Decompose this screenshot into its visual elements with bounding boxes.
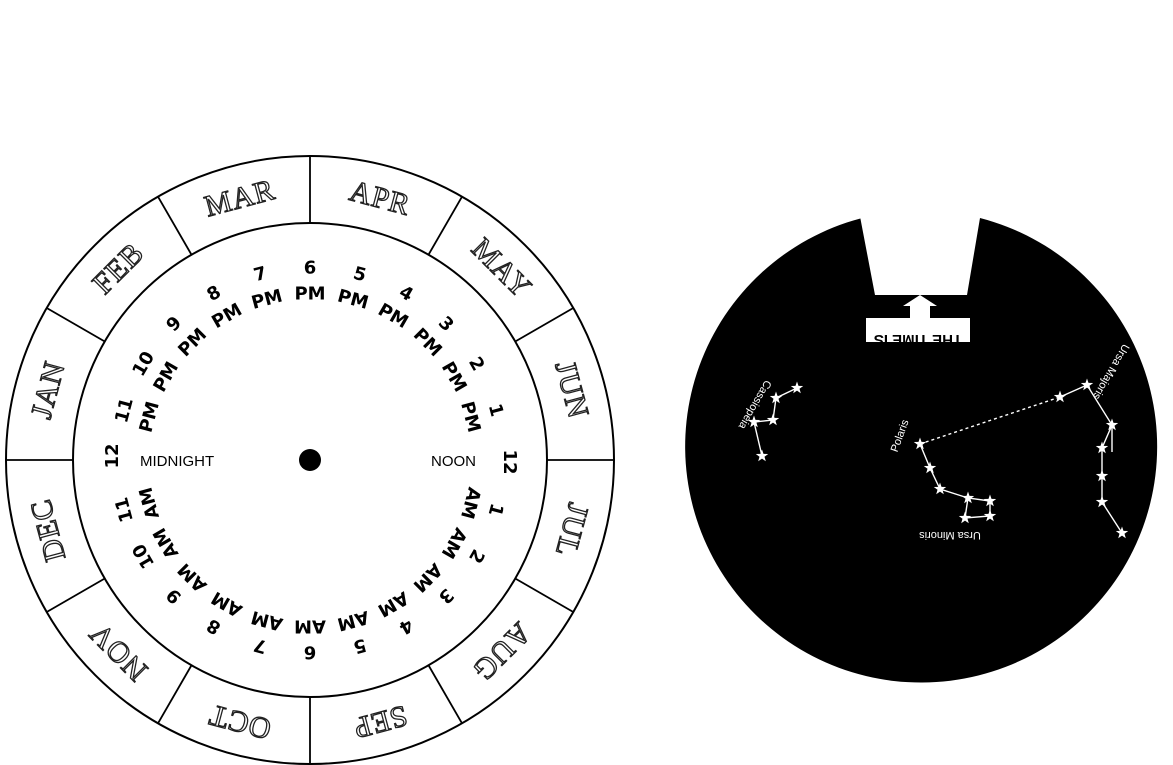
midnight-label: MIDNIGHT <box>140 453 214 470</box>
hour-number: 6 <box>304 642 317 663</box>
hour-suffix: PM <box>294 284 325 305</box>
hour-number: 6 <box>304 258 317 279</box>
ursa-minor-label: Ursa Minoris <box>919 529 981 541</box>
noon-label: NOON <box>431 453 476 470</box>
star-disc: THE TIME IS Cassiopeia Polaris Ursa Mino… <box>685 218 1157 683</box>
star-disc-body <box>685 218 1157 683</box>
hour-suffix: AM <box>294 616 326 637</box>
center-pivot <box>299 449 321 471</box>
noon-hour-label: 12 <box>499 449 520 474</box>
midnight-hour-label: 12 <box>102 443 123 468</box>
time-window-label: THE TIME IS <box>874 331 962 348</box>
